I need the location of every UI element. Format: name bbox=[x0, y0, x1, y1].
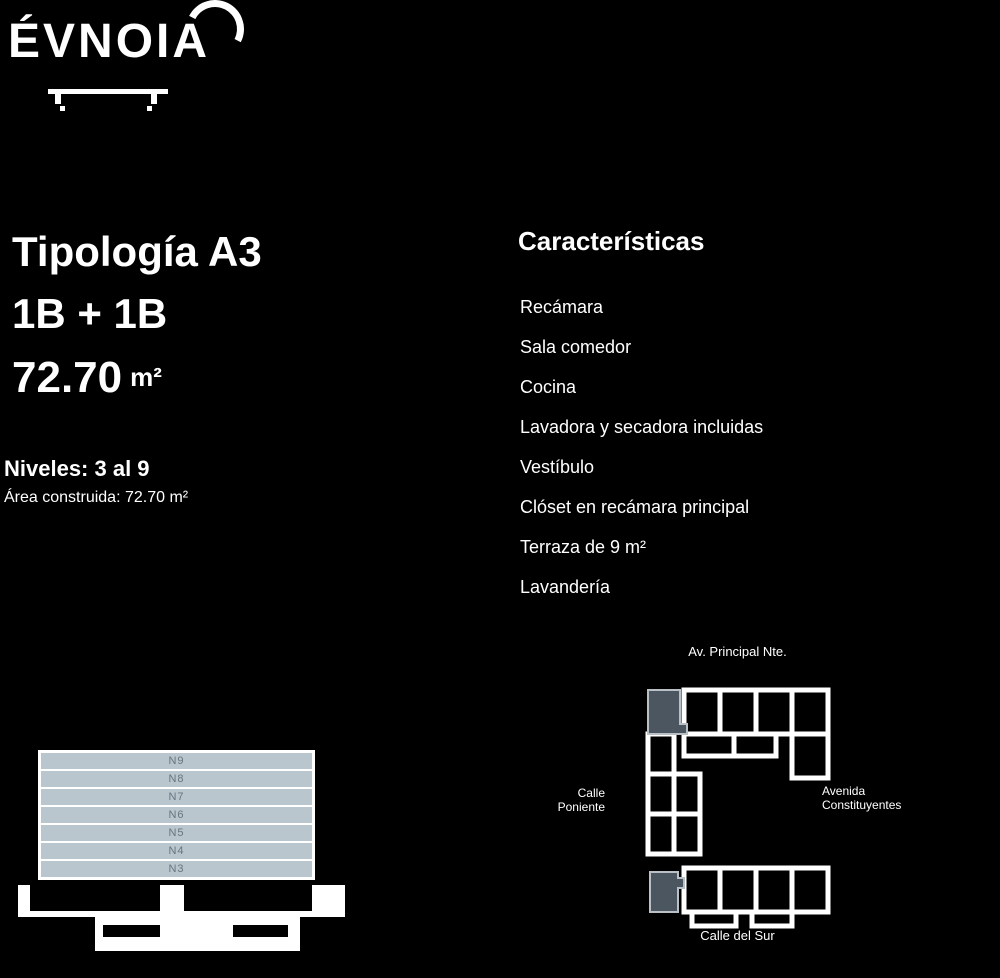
keyplan-street-left: Calle Poniente bbox=[495, 786, 605, 814]
plan-unit bbox=[789, 687, 831, 737]
plan-corridor bbox=[731, 731, 779, 759]
logo-underline bbox=[48, 89, 168, 94]
unit-levels-label: Niveles: 3 al 9 bbox=[4, 456, 150, 481]
plan-corridor bbox=[749, 909, 795, 929]
building-podium-upper bbox=[18, 885, 345, 917]
keyplan-street-right: Avenida Constituyentes bbox=[822, 784, 987, 812]
building-section-diagram: N9 N8 N7 N6 N5 N4 N3 bbox=[18, 745, 363, 960]
feature-item: Recámara bbox=[520, 297, 604, 317]
keyplan-street-left-line1: Calle bbox=[577, 786, 605, 800]
plan-unit bbox=[717, 687, 759, 737]
plan-unit bbox=[645, 811, 677, 857]
feature-item: Sala comedor bbox=[520, 337, 632, 357]
unit-area-value: 72.70 bbox=[12, 353, 123, 402]
building-podium-lower bbox=[95, 917, 300, 951]
feature-item: Terraza de 9 m² bbox=[520, 537, 647, 557]
plan-unit bbox=[789, 731, 831, 781]
plan-corridor bbox=[681, 731, 737, 759]
plan-corridor bbox=[689, 909, 739, 929]
plan-unit bbox=[671, 771, 703, 817]
unit-typology-title: Tipología A3 bbox=[12, 228, 262, 275]
unit-area-detail: Área construida: 72.70 m² bbox=[4, 489, 189, 506]
unit-area-unit: m² bbox=[130, 362, 162, 392]
floor-row: N3 bbox=[41, 861, 312, 877]
feature-item: Clóset en recámara principal bbox=[520, 497, 750, 517]
plan-unit-highlight-top bbox=[647, 689, 688, 735]
keyplan-street-right-line1: Avenida bbox=[822, 784, 866, 798]
brand-logo: ÉVNOIA bbox=[8, 15, 211, 68]
floor-row: N9 bbox=[41, 753, 312, 769]
plan-unit bbox=[645, 771, 677, 817]
keyplan-street-right-line2: Constituyentes bbox=[822, 798, 902, 812]
podium-opening bbox=[30, 885, 160, 911]
logo-dot-right bbox=[147, 106, 152, 111]
keyplan-street-left-line2: Poniente bbox=[557, 800, 605, 814]
feature-item: Cocina bbox=[520, 377, 577, 397]
unit-config: 1B + 1B bbox=[12, 290, 168, 337]
feature-item: Vestíbulo bbox=[520, 457, 595, 477]
plan-unit bbox=[753, 865, 795, 915]
logo-underline-tab-left bbox=[55, 94, 61, 104]
logo-dot-left bbox=[60, 106, 65, 111]
logo-underline-tab-right bbox=[151, 94, 157, 104]
feature-item: Lavandería bbox=[520, 577, 611, 597]
plan-unit bbox=[753, 687, 795, 737]
plan-unit bbox=[681, 865, 723, 915]
plan-unit bbox=[645, 731, 677, 777]
floor-row: N5 bbox=[41, 825, 312, 841]
floor-row: N6 bbox=[41, 807, 312, 823]
plan-unit bbox=[717, 865, 759, 915]
floor-row: N4 bbox=[41, 843, 312, 859]
plan-unit bbox=[671, 811, 703, 857]
podium-opening bbox=[103, 925, 160, 937]
features-title: Características bbox=[518, 226, 705, 256]
building-levels-stack: N9 N8 N7 N6 N5 N4 N3 bbox=[38, 750, 315, 880]
plan-unit bbox=[789, 865, 831, 915]
plan-unit-highlight-bottom bbox=[649, 871, 685, 913]
podium-opening bbox=[184, 885, 312, 911]
feature-item: Lavadora y secadora incluidas bbox=[520, 417, 764, 437]
features-list: Recámara Sala comedor Cocina Lavadora y … bbox=[520, 298, 850, 618]
podium-opening bbox=[233, 925, 288, 937]
floor-row: N7 bbox=[41, 789, 312, 805]
keyplan-street-top: Av. Principal Nte. bbox=[688, 644, 787, 659]
keyplan-drawing bbox=[645, 687, 831, 929]
floor-row: N8 bbox=[41, 771, 312, 787]
plan-unit bbox=[681, 687, 723, 737]
keyplan-street-bottom: Calle del Sur bbox=[700, 928, 775, 943]
